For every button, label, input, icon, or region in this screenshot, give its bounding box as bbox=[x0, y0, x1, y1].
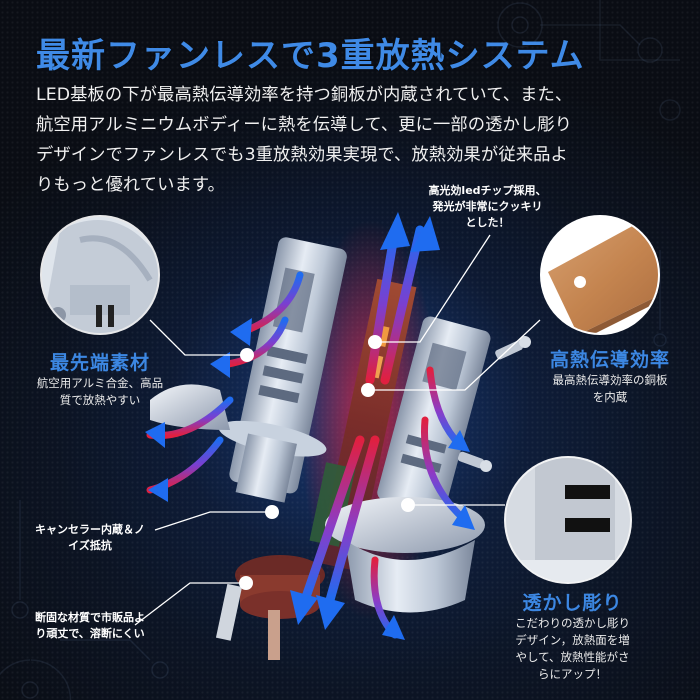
callout-line: こだわりの透かし彫り bbox=[515, 616, 630, 630]
openwork-vent-closeup bbox=[504, 456, 632, 584]
callout-line: 高光効ledチップ採用、 bbox=[428, 184, 547, 197]
callout-line: り頑丈で、溶断にくい bbox=[35, 627, 145, 640]
leader-lines bbox=[134, 234, 541, 626]
callout-durable-material: 断固な材質で市販品よ り頑丈で、溶断にくい bbox=[20, 610, 160, 642]
copper-plate-closeup bbox=[540, 215, 660, 335]
callout-line: 最高熱伝導効率の銅板 bbox=[552, 373, 668, 387]
callout-canceller: キャンセラー内蔵＆ノ イズ抵抗 bbox=[20, 522, 160, 554]
callout-line: イズ抵抗 bbox=[68, 539, 112, 552]
callout-line: を内蔵 bbox=[592, 390, 628, 404]
left-bulb bbox=[218, 237, 347, 503]
right-bulb-flange bbox=[325, 497, 485, 553]
callout-line: デザイン，放熱面を増 bbox=[515, 633, 630, 647]
description-line: 航空用アルミニウムボディーに熱を伝導して、更に一部の透かし彫り bbox=[36, 115, 573, 135]
callout-title: 最先端素材 bbox=[49, 352, 150, 374]
heat-flow-arrows bbox=[145, 212, 475, 640]
callout-line: 質で放熱やすい bbox=[59, 393, 141, 407]
callout-line: キャンセラー内蔵＆ノ bbox=[35, 523, 145, 536]
callout-dots bbox=[239, 335, 415, 590]
page-title: 最新ファンレスで3重放熱システム bbox=[36, 36, 585, 76]
callout-line: とした！ bbox=[465, 216, 510, 229]
callout-openwork: 透かし彫り こだわりの透かし彫り デザイン，放熱面を増 やして、放熱性能がさ ら… bbox=[505, 588, 640, 683]
callout-led-chip: 高光効ledチップ採用、 発光が非常にクッキリ とした！ bbox=[420, 183, 555, 231]
callout-line: 航空用アルミ合金、高品 bbox=[36, 376, 164, 390]
feature-description: LED基板の下が最高熱伝導効率を持つ銅板が内蔵されていて、また、 航空用アルミニ… bbox=[36, 80, 676, 200]
aluminum-body-closeup bbox=[40, 215, 160, 335]
callout-line: やして、放熱性能がさ bbox=[515, 650, 630, 664]
description-line: りもっと優れています。 bbox=[36, 175, 225, 195]
callout-title: 透かし彫り bbox=[522, 592, 623, 614]
callout-line: 断固な材質で市販品よ bbox=[35, 611, 145, 624]
callout-line: らにアップ！ bbox=[538, 667, 607, 681]
callout-advanced-material: 最先端素材 航空用アルミ合金、高品 質で放熱やすい bbox=[20, 348, 180, 409]
description-line: LED基板の下が最高熱伝導効率を持つ銅板が内蔵されていて、また、 bbox=[36, 85, 573, 105]
description-line: デザインでファンレスでも3重放熱効果実現で、放熱効果が従来品よ bbox=[36, 145, 568, 165]
callout-title: 高熱伝導効率 bbox=[549, 349, 670, 371]
callout-line: 発光が非常にクッキリ bbox=[432, 200, 543, 213]
callout-high-conductivity: 高熱伝導効率 最高熱伝導効率の銅板 を内蔵 bbox=[525, 345, 695, 406]
